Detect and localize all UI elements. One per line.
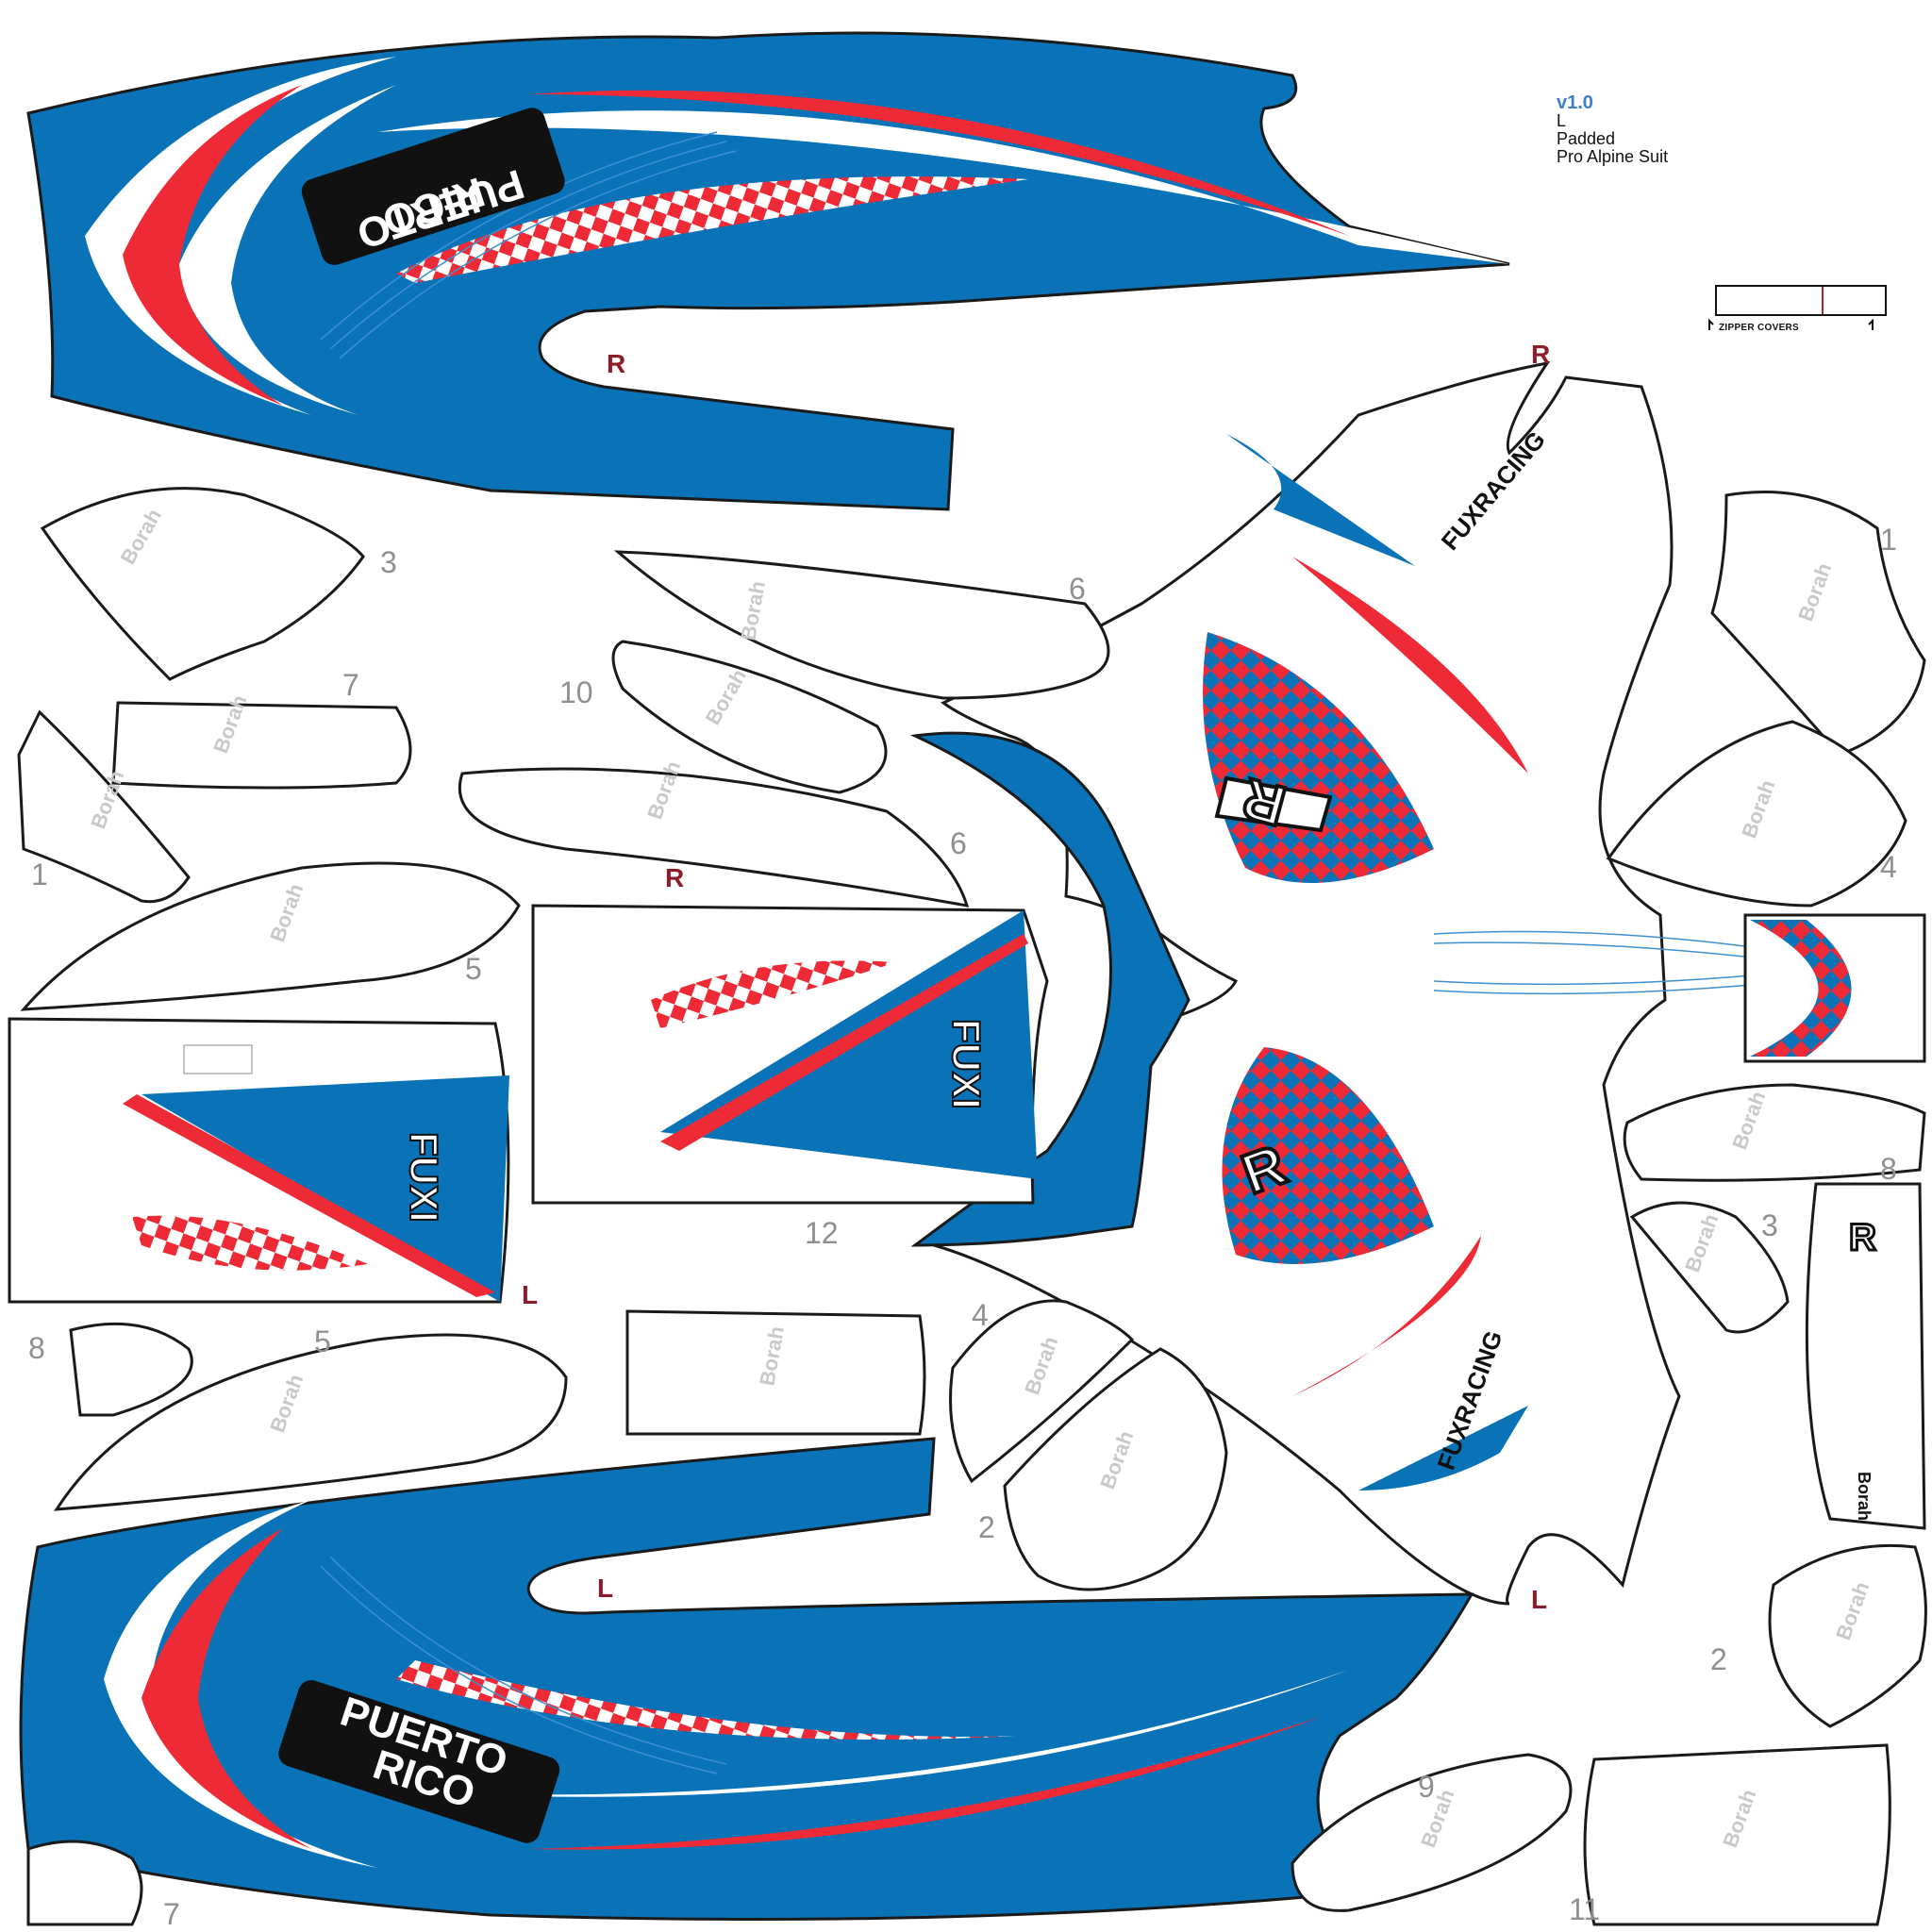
panel-number: 7 — [342, 668, 359, 702]
leg-panel-left: PUERTO RICO L — [19, 1437, 1474, 1921]
panel-number: 5 — [465, 952, 482, 986]
logo-mark-upper: R — [1236, 767, 1291, 839]
panel-number: 3 — [1761, 1208, 1778, 1242]
panel-number: 2 — [1710, 1642, 1727, 1676]
zipper-cover-label: ZIPPER COVERS — [1719, 323, 1800, 333]
panel-number: 3 — [380, 545, 397, 579]
panel-number: 2 — [978, 1510, 995, 1544]
panel-numbers: 1 1 2 2 3 3 4 4 5 5 6 6 7 7 8 8 9 10 11 … — [28, 523, 1897, 1931]
sleeve-lettering: FUXI — [944, 1019, 989, 1109]
pad-10 — [611, 640, 888, 794]
side-marker: R — [1531, 340, 1550, 369]
panel-number: 1 — [1880, 523, 1897, 557]
panel-number: 11 — [1569, 1892, 1600, 1926]
pad-7-upper — [111, 701, 412, 790]
product-label: Pro Alpine Suit — [1557, 147, 1669, 166]
pad-2-center — [1003, 1347, 1228, 1591]
panel-number: 5 — [314, 1324, 331, 1358]
pad-4-center — [949, 1299, 1135, 1484]
pad-5-lower — [54, 1333, 568, 1511]
brand-name: Borah — [1855, 1472, 1874, 1521]
pad-2-right — [1768, 1543, 1927, 1728]
pad-9 — [1291, 1753, 1573, 1912]
panel-number: 10 — [559, 675, 593, 709]
pad-1-right — [1710, 491, 1926, 757]
pad-5-upper — [20, 861, 521, 1011]
panel-number: 1 — [31, 858, 48, 891]
pad-8-left — [69, 1322, 193, 1417]
zipper-cover-box — [1715, 285, 1887, 316]
side-marker: L — [597, 1574, 613, 1603]
logo-mark: R — [1849, 1217, 1876, 1258]
panel-number: 8 — [1880, 1152, 1897, 1186]
side-marker: L — [1531, 1585, 1547, 1614]
side-marker: R — [665, 863, 684, 892]
pad-12 — [625, 1309, 926, 1436]
pad-6-upper — [613, 550, 1110, 700]
pad-6-lower — [458, 767, 970, 908]
pad-3-right — [1629, 1201, 1790, 1334]
panel-number: 4 — [1880, 850, 1897, 884]
pad-7-lower — [26, 1840, 143, 1926]
padding-label: Padded — [1557, 129, 1616, 148]
collar-panel — [1743, 913, 1926, 1063]
zipper-cover-strip: R Borah — [1805, 1182, 1926, 1530]
size-label: L — [1557, 111, 1567, 130]
panel-number: 7 — [163, 1897, 180, 1931]
side-marker: L — [522, 1280, 538, 1309]
pad-8-right — [1623, 1083, 1926, 1182]
pad-3-upper — [40, 487, 365, 681]
sleeve-lettering: FUXI — [402, 1132, 446, 1223]
sleeve-panel-right: FUXI R — [531, 863, 1049, 1205]
panel-number: 6 — [1069, 572, 1086, 606]
panel-number: 4 — [972, 1298, 989, 1332]
side-marker: R — [607, 349, 625, 378]
design-info: v1.0 L Padded Pro Alpine Suit — [1557, 92, 1669, 166]
pad-4-right — [1606, 720, 1907, 908]
pad-11 — [1583, 1743, 1891, 1926]
panel-number: 8 — [28, 1331, 45, 1365]
sleeve-panel-left: FUXI L — [8, 1017, 538, 1309]
leg-panel-right: PUERTO RICO R — [26, 31, 1510, 511]
padding-panels — [17, 487, 1927, 1926]
panel-number: 12 — [805, 1216, 839, 1250]
pad-1-left — [17, 709, 191, 904]
panel-number: 9 — [1418, 1770, 1435, 1804]
panel-number: 6 — [950, 826, 967, 860]
version-label: v1.0 — [1557, 92, 1593, 113]
zipper-arrows — [1708, 318, 1874, 330]
torso-panel: R R FUXRACING FUXRACING R L — [909, 340, 1793, 1614]
